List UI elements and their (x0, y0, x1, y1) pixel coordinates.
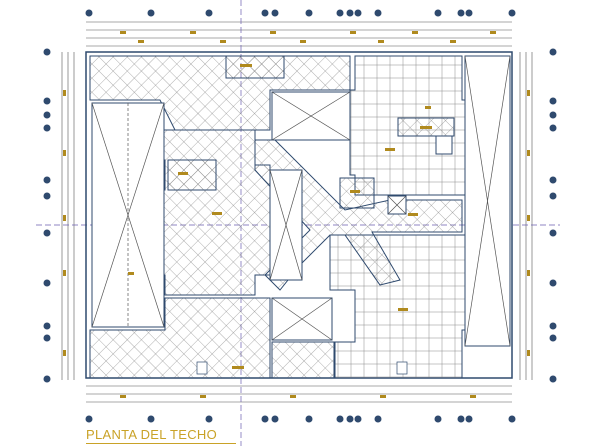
axis-markers-left (43, 48, 51, 383)
top-dimension-lines (86, 21, 512, 47)
left-dimension-lines (61, 52, 75, 380)
small-hatched-boxes (167, 55, 455, 209)
axis-markers-top (85, 9, 516, 17)
axis-markers-right (549, 48, 557, 383)
bottom-dimension-lines (86, 385, 512, 403)
title-underline (86, 443, 236, 444)
skylight-roofs (196, 91, 408, 375)
right-dimension-lines (519, 52, 533, 380)
dimension-labels (63, 31, 530, 398)
hip-roof-right (464, 55, 511, 347)
hip-roof-left (91, 102, 165, 328)
axis-markers-bottom (85, 415, 516, 423)
drawing-title: PLANTA DEL TECHO (86, 427, 217, 442)
